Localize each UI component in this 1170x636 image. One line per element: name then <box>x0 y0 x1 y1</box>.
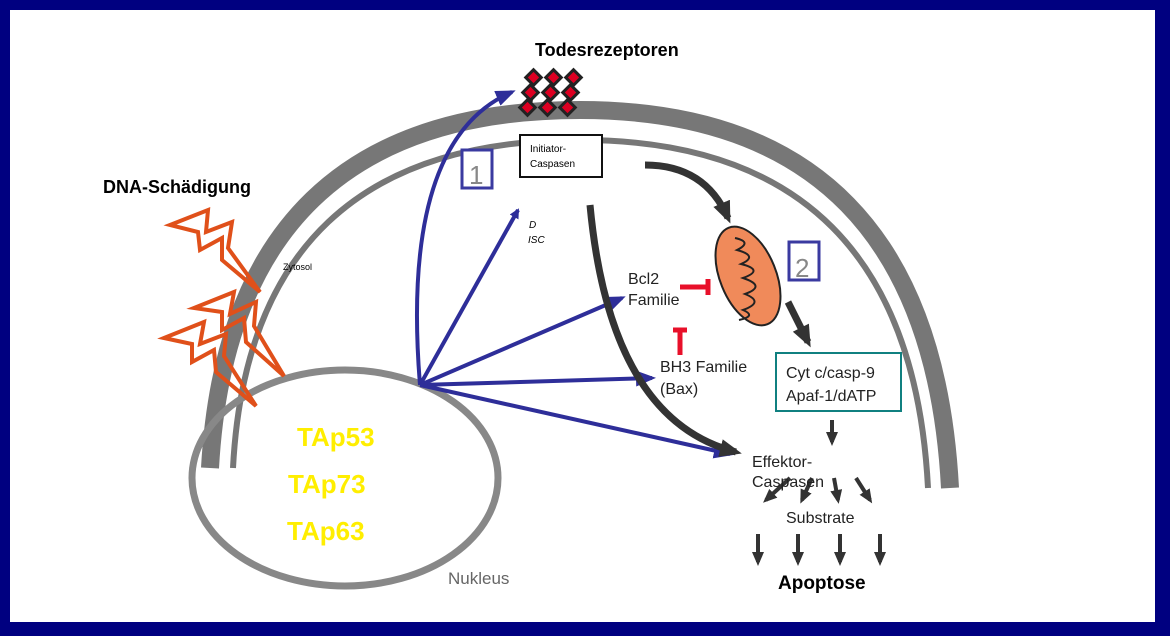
disc-label-1: D <box>529 220 536 231</box>
pathway-2-box <box>787 240 821 282</box>
mitochondrion-icon <box>714 225 782 327</box>
cytc-label-2: Apaf-1/dATP <box>786 388 876 405</box>
lightning-icon <box>157 206 286 408</box>
arrow-to-disc <box>418 208 520 386</box>
disc-label-2: ISC <box>528 235 545 246</box>
bcl2-label-2: Familie <box>628 292 680 309</box>
nucleus-membrane <box>188 366 502 590</box>
effector-label-2: Caspasen <box>752 474 824 491</box>
tap63-label: TAp63 <box>287 516 365 546</box>
bh3-label-1: BH3 Familie <box>660 359 747 376</box>
cytc-label-1: Cyt c/casp-9 <box>786 365 875 382</box>
pathway-2-label: 2 <box>795 253 809 283</box>
bcl2-label-1: Bcl2 <box>628 271 659 288</box>
arrow-to-death-receptors <box>414 90 516 386</box>
nucleus-label: Nukleus <box>448 569 509 588</box>
arrow-initiator-to-effector <box>586 204 742 457</box>
pathway-1-label: 1 <box>469 160 483 190</box>
apoptosis-label: Apoptose <box>778 573 866 594</box>
dna-damage-label: DNA-Schädigung <box>103 177 251 197</box>
tap73-label: TAp73 <box>288 469 366 499</box>
death-receptor-icon <box>517 67 584 118</box>
effector-arrows <box>752 420 886 566</box>
initiator-label-2: Caspasen <box>530 159 575 170</box>
p53-activation-arrows <box>414 90 734 459</box>
arrow-mitochondrion-to-cytc <box>784 300 812 348</box>
effector-label-1: Effektor- <box>752 454 812 471</box>
tap53-label: TAp53 <box>297 422 375 452</box>
death-receptors-label: Todesrezeptoren <box>535 40 679 60</box>
arrow-to-effector <box>419 383 734 459</box>
arrow-initiator-to-mitochondrion <box>644 161 732 224</box>
arrow-to-bh3 <box>419 370 656 387</box>
substrate-label: Substrate <box>786 510 855 527</box>
cytc-box <box>775 352 902 412</box>
arrow-to-bcl2 <box>419 296 626 387</box>
initiator-caspases-box <box>519 134 603 178</box>
bh3-label-2: (Bax) <box>660 381 698 398</box>
pathway-1-box <box>460 148 494 190</box>
cytosol-label: Zytosol <box>283 262 312 272</box>
initiator-label-1: Initiator- <box>530 144 566 155</box>
inhibition-symbols <box>673 279 711 355</box>
caspase-pathway-arrows <box>586 161 812 457</box>
